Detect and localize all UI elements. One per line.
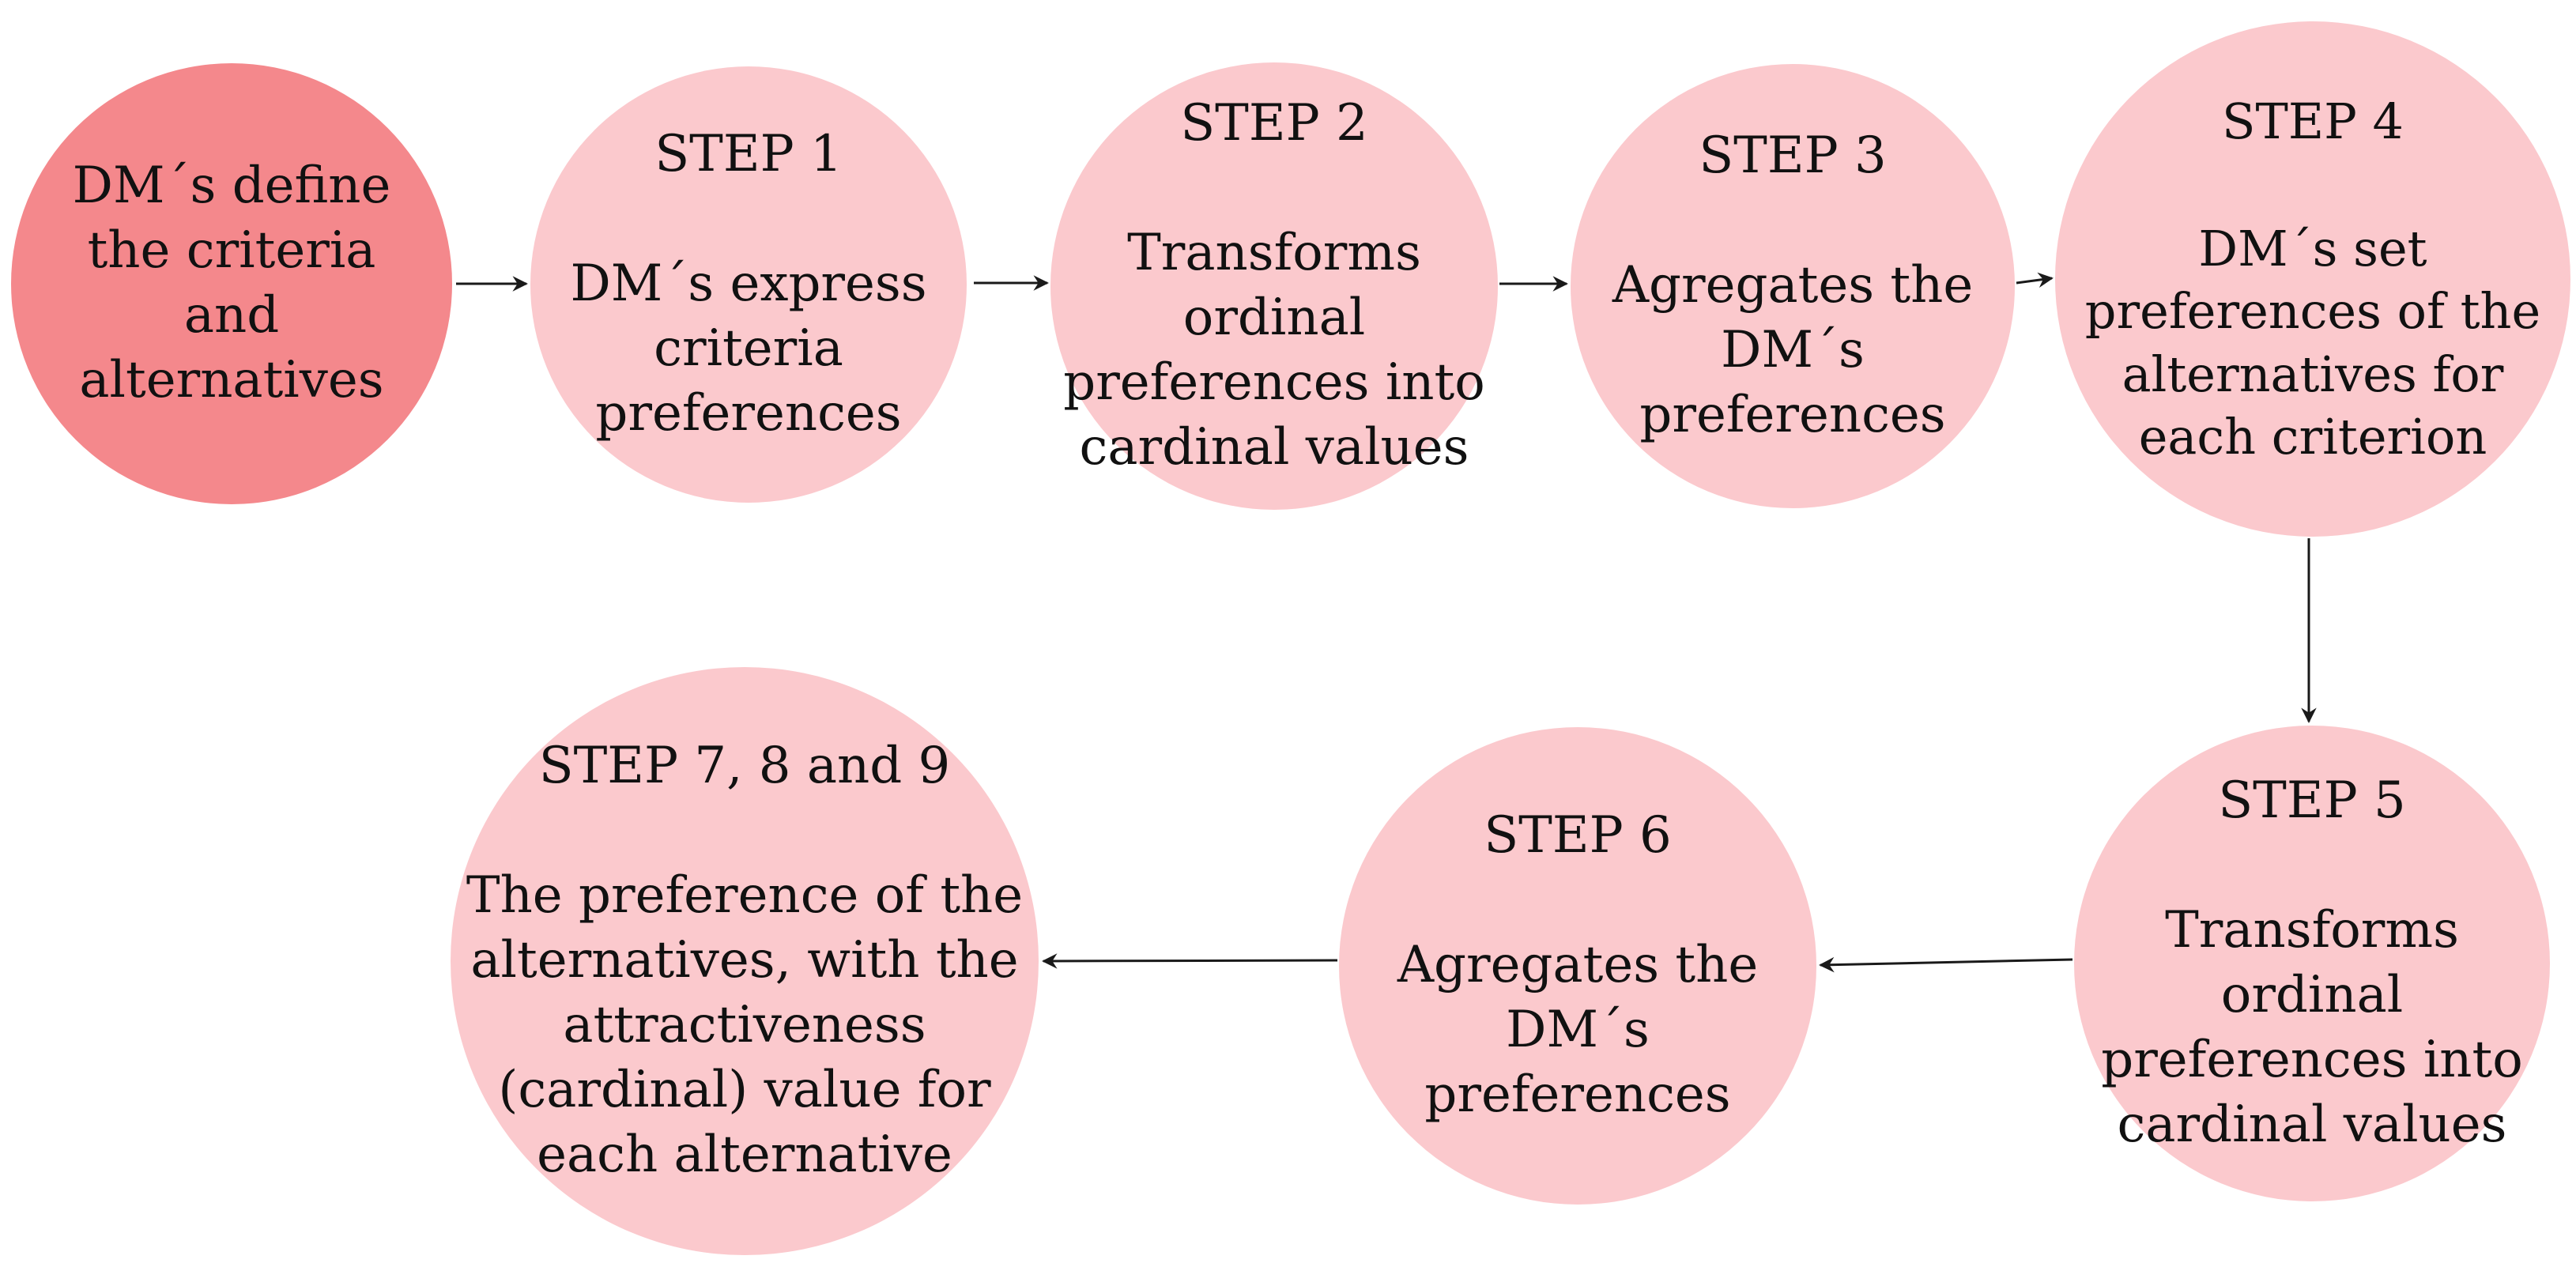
node-title: STEP 7, 8 and 9: [538, 737, 951, 796]
arrow-step6-to-step789: [1042, 953, 1338, 969]
node-title: STEP 2: [1180, 94, 1368, 153]
arrow-step3-to-step4: [2016, 272, 2054, 288]
arrow-step5-to-step6: [1819, 956, 2073, 973]
node-dm-define-criteria: DM´s define the criteria and alternative…: [11, 63, 452, 504]
node-body: DM´s define the criteria and alternative…: [72, 156, 391, 409]
node-step-7-8-9: STEP 7, 8 and 9 The preference of the al…: [451, 667, 1039, 1255]
node-body: Agregates the DM´s preferences: [1397, 936, 1759, 1124]
node-body: DM´s set preferences of the alternatives…: [2084, 219, 2541, 466]
node-body: DM´s express criteria preferences: [570, 255, 927, 443]
node-step-6: STEP 6 Agregates the DM´s preferences: [1339, 727, 1816, 1205]
node-step-4: STEP 4 DM´s set preferences of the alter…: [2055, 21, 2570, 537]
node-title: STEP 6: [1484, 806, 1672, 865]
node-title: STEP 5: [2218, 771, 2406, 831]
node-step-5: STEP 5 Transforms ordinal preferences in…: [2074, 726, 2550, 1201]
node-body: The preference of the alternatives, with…: [466, 866, 1024, 1184]
node-title: STEP 1: [654, 125, 843, 184]
node-title: STEP 4: [2222, 92, 2404, 150]
node-step-3: STEP 3 Agregates the DM´s preferences: [1571, 64, 2015, 508]
node-body: Transforms ordinal preferences into card…: [2101, 901, 2523, 1154]
node-step-2: STEP 2 Transforms ordinal preferences in…: [1050, 62, 1498, 510]
node-step-1: STEP 1 DM´s express criteria preferences: [530, 66, 967, 503]
node-title: STEP 3: [1699, 126, 1887, 186]
node-body: Transforms ordinal preferences into card…: [1063, 224, 1485, 477]
node-body: Agregates the DM´s preferences: [1612, 256, 1974, 444]
